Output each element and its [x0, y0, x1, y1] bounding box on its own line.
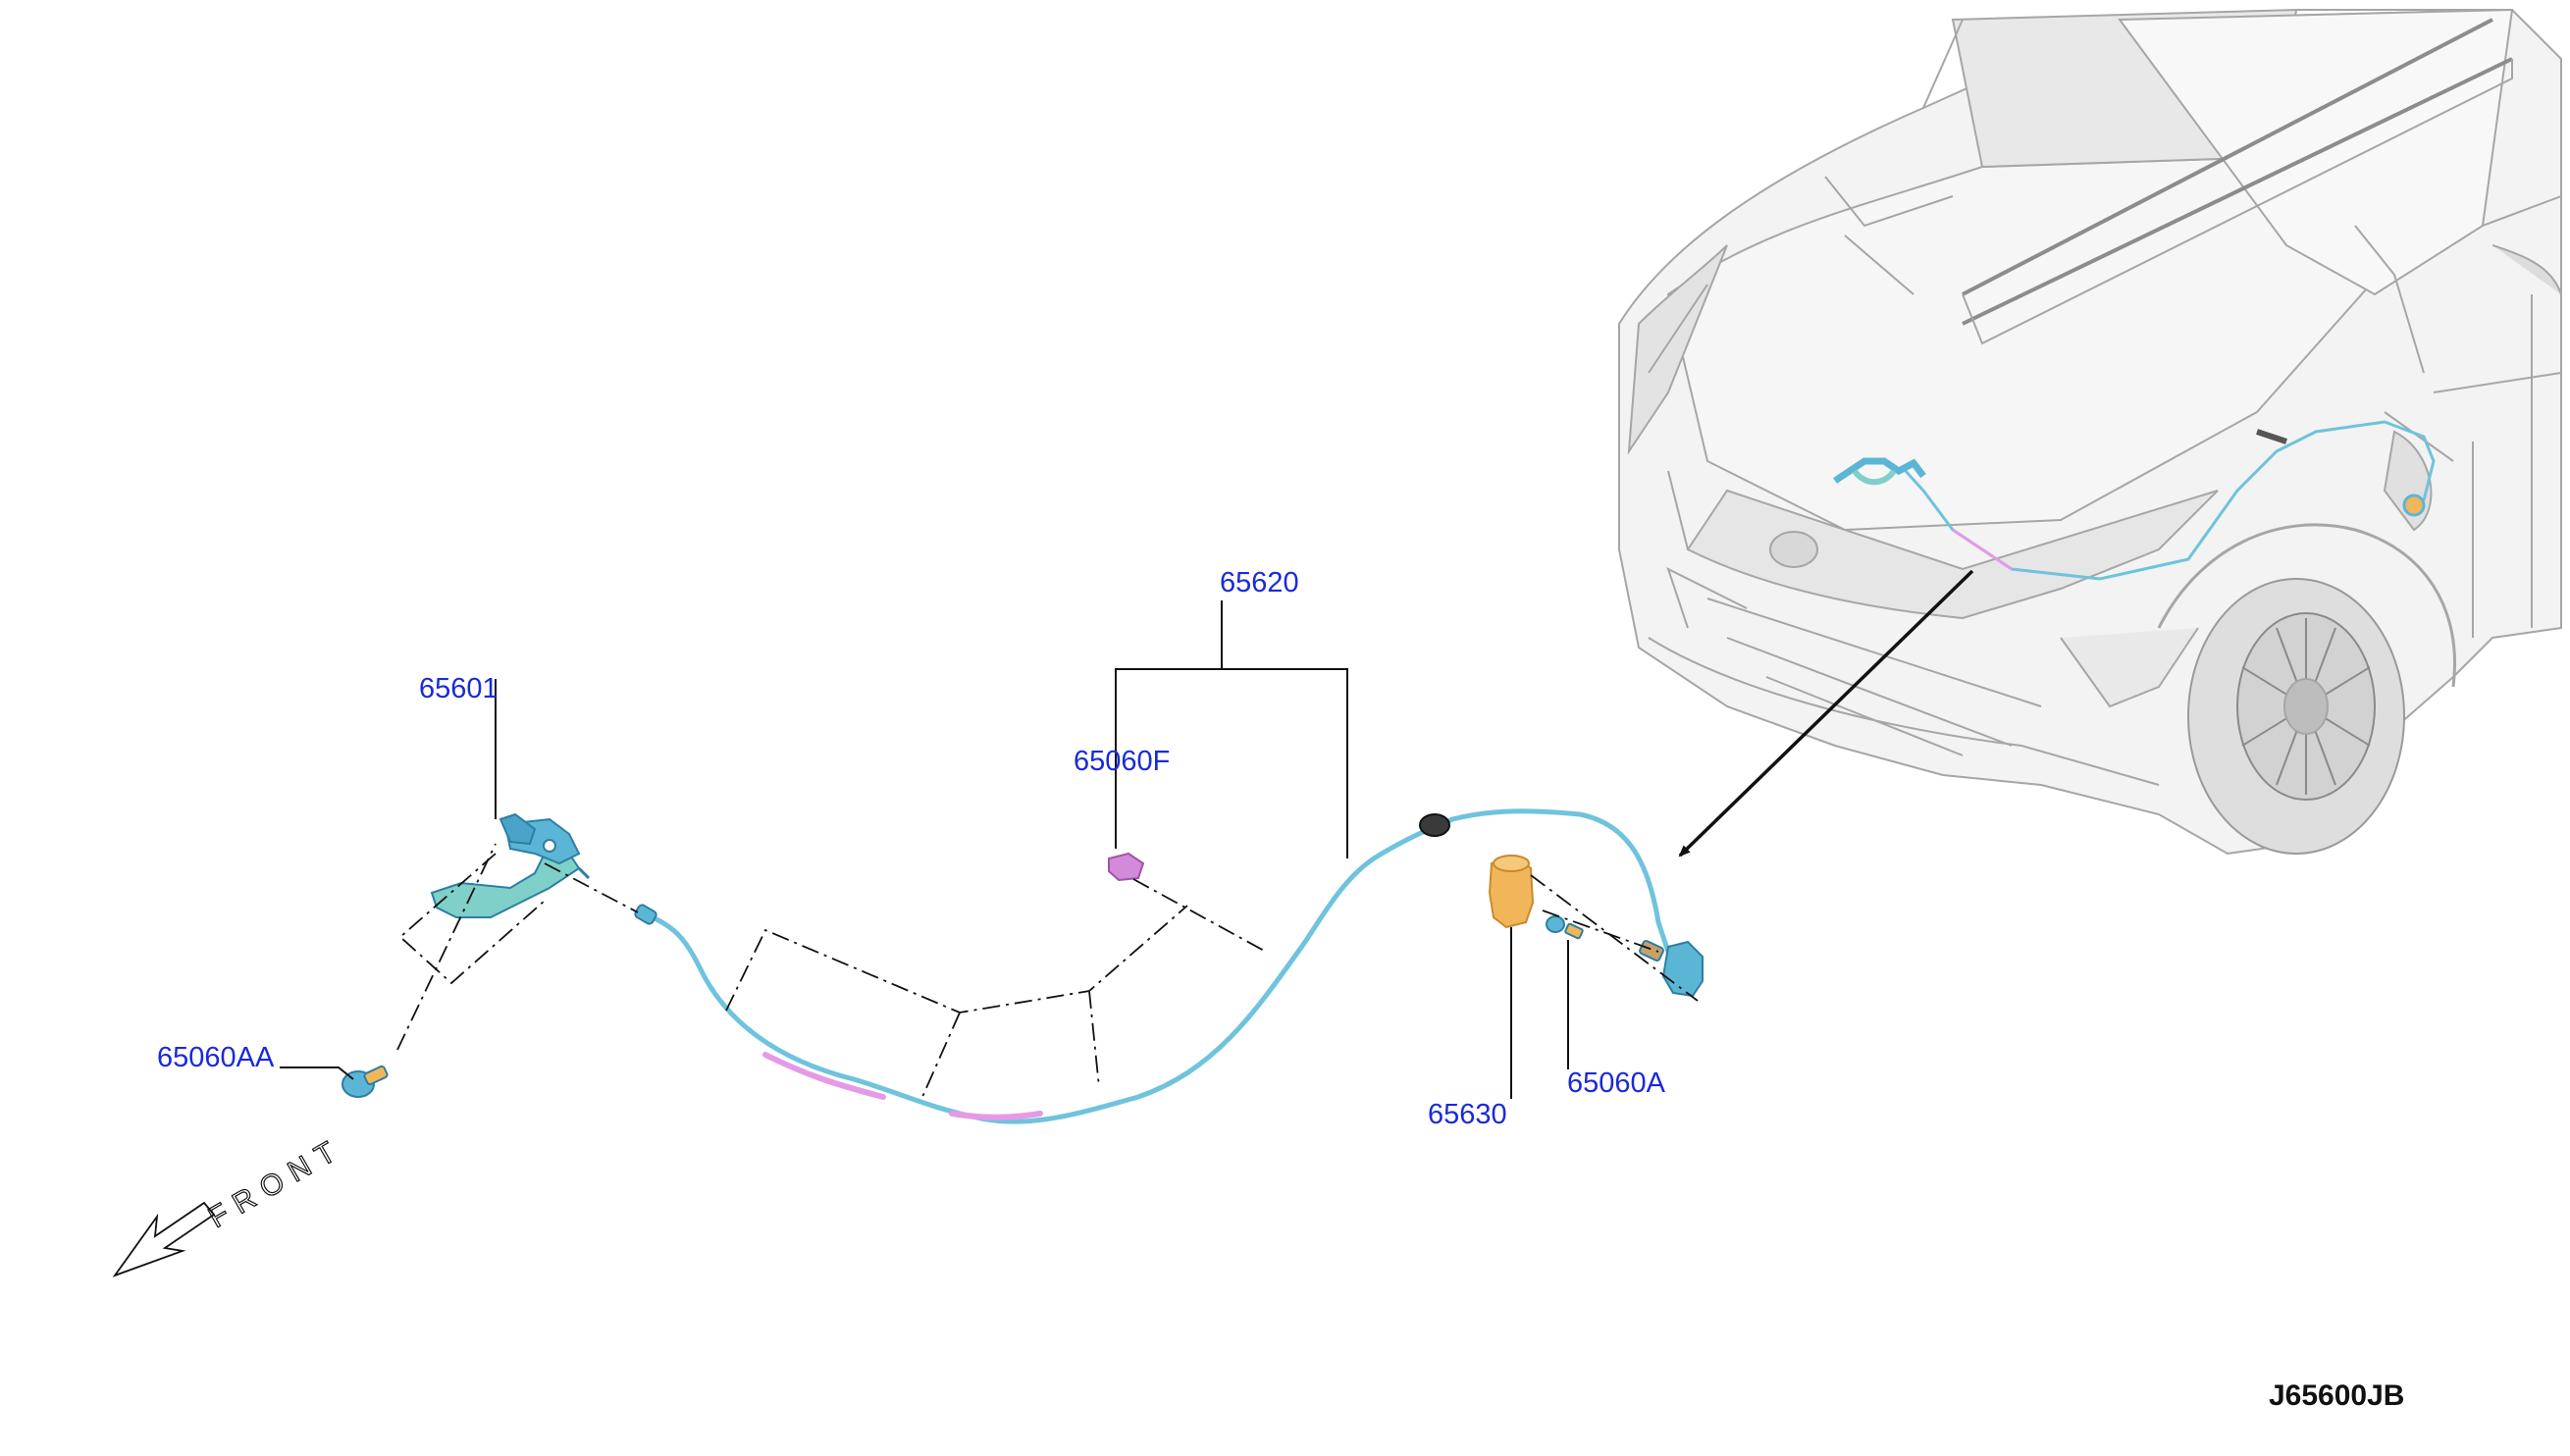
- assembly-lines: [396, 843, 1699, 1098]
- location-arrow: [1678, 569, 1974, 858]
- front-direction-indicator: [112, 1201, 216, 1277]
- vehicle-cable-preview: [1833, 420, 2436, 581]
- bolt-65060AA-illustration: [341, 1065, 389, 1098]
- part-label-65060F[interactable]: 65060F: [1074, 746, 1171, 777]
- clip-65060F-illustration: [1108, 852, 1145, 882]
- part-label-65620[interactable]: 65620: [1220, 567, 1299, 598]
- part-label-65630[interactable]: 65630: [1428, 1099, 1507, 1130]
- front-label: FRONT: [203, 1131, 349, 1234]
- vehicle-illustration: [1618, 8, 2562, 856]
- hook-65630-illustration: [1488, 854, 1535, 929]
- leader-lines: [280, 600, 1569, 1099]
- part-label-65601[interactable]: 65601: [419, 673, 498, 704]
- bolt-65060A-illustration: [1546, 915, 1584, 940]
- diagram-code: J65600JB: [2269, 1379, 2405, 1412]
- part-label-65060A[interactable]: 65060A: [1567, 1067, 1665, 1099]
- hood-lock-assembly-illustration: [430, 812, 591, 918]
- part-label-65060AA[interactable]: 65060AA: [157, 1042, 275, 1073]
- hood-release-cable: [634, 808, 1671, 1124]
